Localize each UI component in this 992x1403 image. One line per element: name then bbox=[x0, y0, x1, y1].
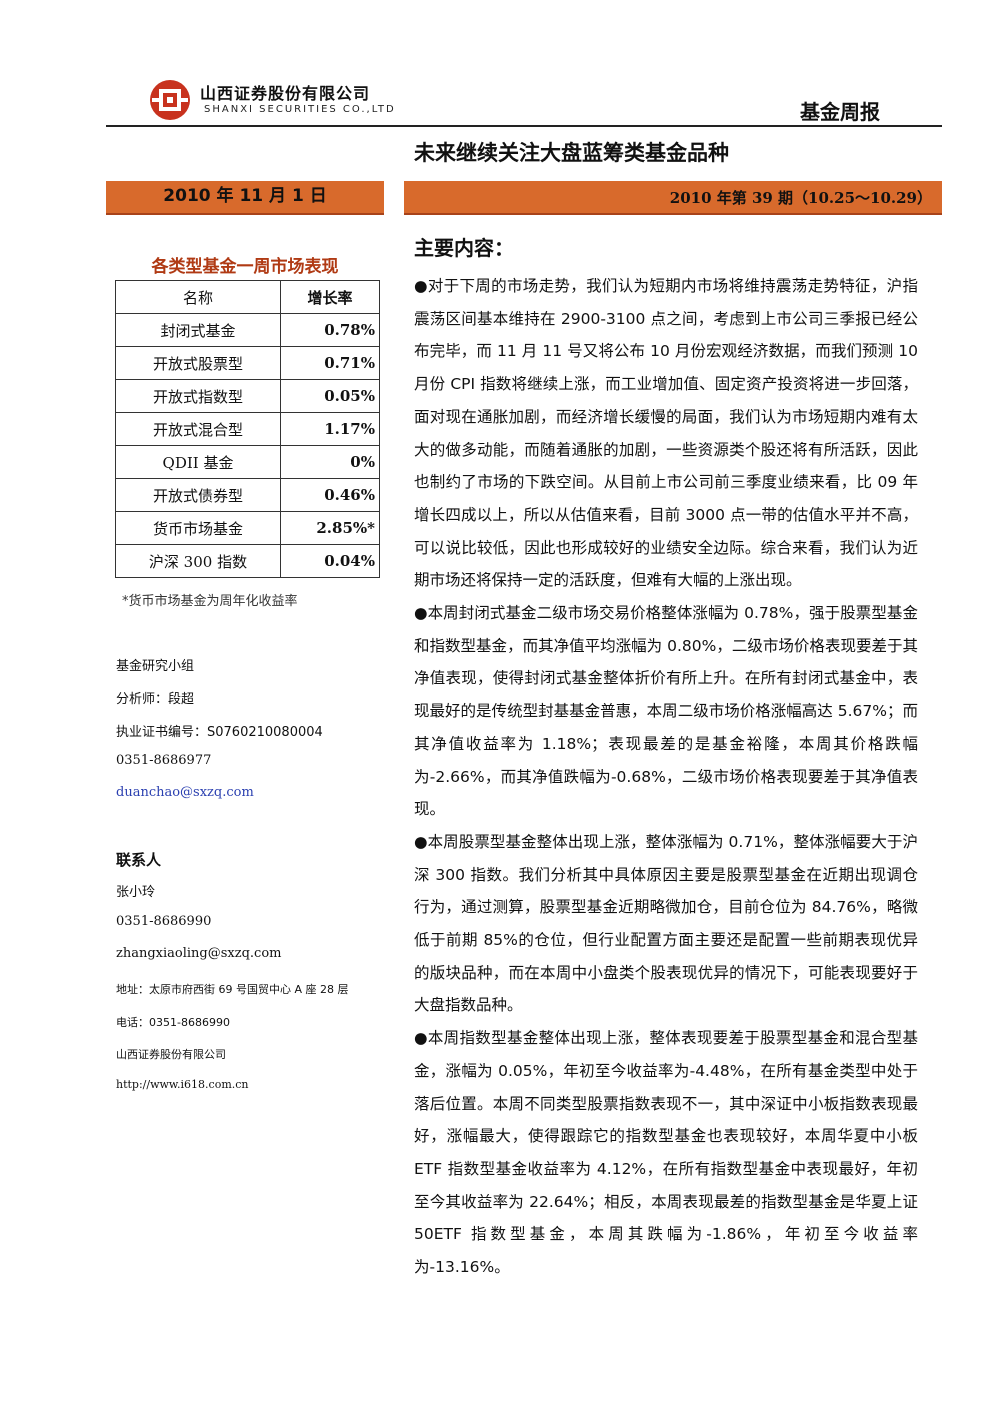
table-row: 封闭式基金 0.78% bbox=[115, 313, 380, 347]
table-row: 货币市场基金 2.85%* bbox=[115, 511, 380, 545]
company-name-footer: 山西证券股份有限公司 bbox=[116, 1048, 226, 1061]
analyst-email-link[interactable]: duanchao@sxzq.com bbox=[116, 785, 254, 800]
issue-number-bar: 2010 年第 39 期（10.25～10.29） bbox=[404, 181, 942, 215]
table-row: QDII 基金 0% bbox=[115, 445, 380, 479]
table-row: 开放式指数型 0.05% bbox=[115, 379, 380, 413]
table-header-row: 名称 增长率 bbox=[115, 280, 380, 314]
company-website-link[interactable]: http://www.i618.com.cn bbox=[116, 1078, 249, 1091]
fund-type-cell: 沪深 300 指数 bbox=[115, 544, 281, 578]
contact-phone: 0351-8686990 bbox=[116, 914, 212, 929]
company-name-cn: 山西证券股份有限公司 bbox=[200, 84, 371, 103]
fund-performance-table: 名称 增长率 封闭式基金 0.78% 开放式股票型 0.71% 开放式指数型 0… bbox=[115, 280, 380, 578]
summary-paragraph: ●本周股票型基金整体出现上涨，整体涨幅为 0.71%，整体涨幅要大于沪深 300… bbox=[414, 832, 918, 1015]
fund-type-cell: 开放式混合型 bbox=[115, 412, 281, 446]
report-date-bar: 2010 年 11 月 1 日 bbox=[106, 181, 384, 215]
fund-type-cell: QDII 基金 bbox=[115, 445, 281, 479]
growth-rate-cell: 0.71% bbox=[280, 346, 380, 380]
research-team: 基金研究小组 bbox=[116, 659, 195, 674]
analyst-name: 分析师：段超 bbox=[116, 692, 195, 707]
summary-paragraph: ●本周封闭式基金二级市场交易价格整体涨幅为 0.78%，强于股票型基金和指数型基… bbox=[414, 604, 918, 819]
company-name-en: SHANXI SECURITIES CO.,LTD bbox=[204, 104, 396, 115]
fund-type-cell: 封闭式基金 bbox=[115, 313, 281, 347]
fund-type-cell: 开放式股票型 bbox=[115, 346, 281, 380]
column-header-name: 名称 bbox=[115, 280, 281, 314]
contact-heading: 联系人 bbox=[116, 851, 162, 869]
table-row: 开放式股票型 0.71% bbox=[115, 346, 380, 380]
summary-paragraph: ●本周指数型基金整体出现上涨，整体表现要差于股票型基金和混合型基金，涨幅为 0.… bbox=[414, 1029, 918, 1277]
report-title: 未来继续关注大盘蓝筹类基金品种 bbox=[414, 141, 729, 165]
report-type: 基金周报 bbox=[800, 100, 880, 124]
certificate-number: 执业证书编号：S0760210080004 bbox=[116, 725, 323, 740]
summary-body: ●对于下周的市场走势，我们认为短期内市场将维持震荡走势特征，沪指震荡区间基本维持… bbox=[414, 270, 918, 1284]
table-footnote: *货币市场基金为周年化收益率 bbox=[122, 594, 298, 609]
contact-name: 张小玲 bbox=[116, 885, 156, 900]
summary-heading: 主要内容： bbox=[414, 236, 514, 260]
fund-type-cell: 开放式指数型 bbox=[115, 379, 281, 413]
analyst-phone: 0351-8686977 bbox=[116, 753, 212, 768]
column-header-growth: 增长率 bbox=[280, 280, 380, 314]
growth-rate-cell: 0% bbox=[280, 445, 380, 479]
growth-rate-cell: 0.05% bbox=[280, 379, 380, 413]
growth-rate-cell: 0.78% bbox=[280, 313, 380, 347]
company-address: 地址：太原市府西街 69 号国贸中心 A 座 28 层 bbox=[116, 983, 349, 996]
contact-email: zhangxiaoling@sxzq.com bbox=[116, 946, 282, 961]
table-row: 开放式混合型 1.17% bbox=[115, 412, 380, 446]
fund-type-cell: 开放式债券型 bbox=[115, 478, 281, 512]
table-row: 沪深 300 指数 0.04% bbox=[115, 544, 380, 578]
summary-paragraph: ●对于下周的市场走势，我们认为短期内市场将维持震荡走势特征，沪指震荡区间基本维持… bbox=[414, 277, 918, 590]
fund-type-cell: 货币市场基金 bbox=[115, 511, 281, 545]
growth-rate-cell: 0.04% bbox=[280, 544, 380, 578]
table-title: 各类型基金一周市场表现 bbox=[151, 257, 339, 277]
growth-rate-cell: 2.85%* bbox=[280, 511, 380, 545]
table-row: 开放式债券型 0.46% bbox=[115, 478, 380, 512]
growth-rate-cell: 1.17% bbox=[280, 412, 380, 446]
company-logo-icon bbox=[148, 78, 192, 122]
header-divider bbox=[106, 125, 942, 127]
company-telephone: 电话：0351-8686990 bbox=[116, 1016, 230, 1029]
growth-rate-cell: 0.46% bbox=[280, 478, 380, 512]
